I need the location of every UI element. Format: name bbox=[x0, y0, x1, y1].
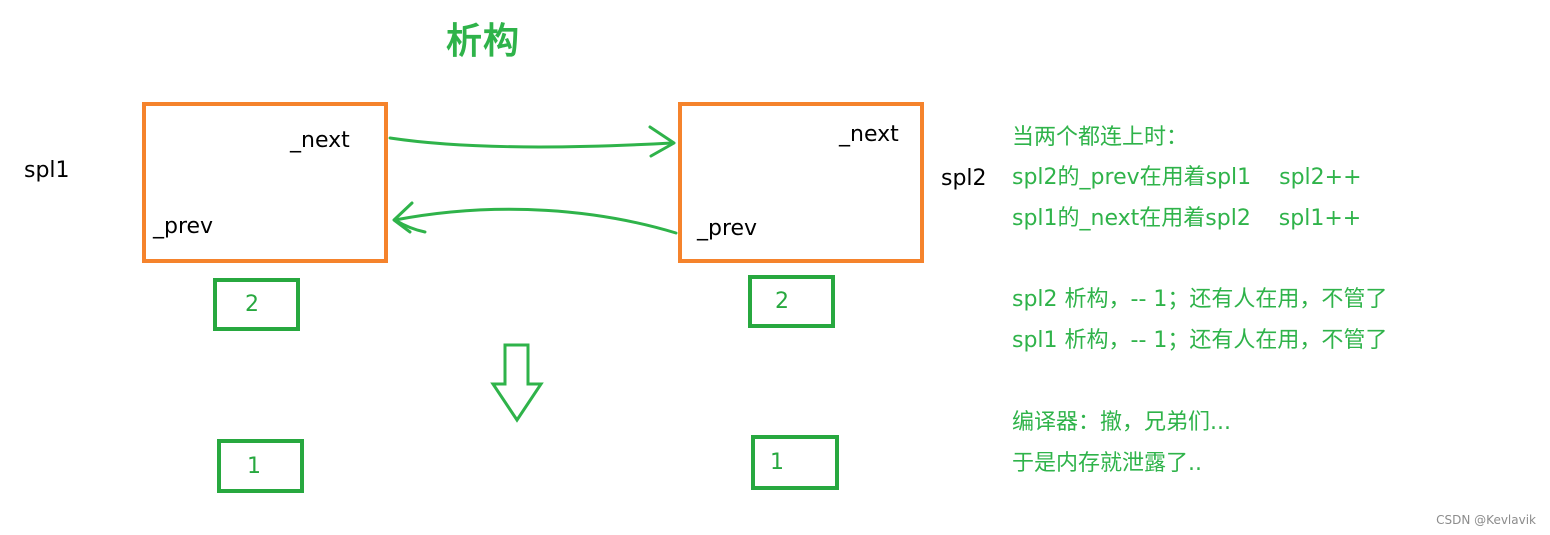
diagram-title: 析构 bbox=[446, 21, 521, 62]
spl1-prev-field: _prev bbox=[153, 214, 214, 239]
next-pointer-arrow bbox=[388, 125, 676, 158]
spl2-node-box: _next _prev bbox=[678, 102, 924, 263]
spl1-next-field: _next bbox=[290, 128, 350, 153]
spl2-refcount-after-value: 1 bbox=[770, 450, 784, 475]
note-line-8: 编译器：撤，兄弟们... bbox=[1012, 410, 1231, 435]
spl1-refcount-after-value: 1 bbox=[247, 453, 261, 479]
spl1-label: spl1 bbox=[24, 158, 70, 183]
note-line-3: spl1的_next在用着spl2 spl1++ bbox=[1012, 206, 1362, 231]
spl2-label: spl2 bbox=[941, 166, 987, 191]
spl1-refcount-before: 2 bbox=[213, 278, 300, 331]
spl2-refcount-before: 2 bbox=[748, 275, 835, 328]
spl2-refcount-after: 1 bbox=[751, 435, 839, 490]
prev-pointer-arrow bbox=[392, 201, 678, 235]
spl2-refcount-before-value: 2 bbox=[775, 289, 789, 314]
note-line-5: spl2 析构，-- 1；还有人在用，不管了 bbox=[1012, 287, 1388, 312]
spl2-next-field: _next bbox=[839, 122, 899, 147]
spl1-refcount-after: 1 bbox=[217, 439, 304, 493]
note-line-6: spl1 析构，-- 1；还有人在用，不管了 bbox=[1012, 328, 1388, 353]
spl2-prev-field: _prev bbox=[697, 216, 758, 241]
down-arrow-icon bbox=[490, 343, 544, 423]
spl1-node-box: _next _prev bbox=[142, 102, 388, 263]
note-line-1: 当两个都连上时： bbox=[1012, 125, 1189, 150]
watermark: CSDN @Kevlavik bbox=[1436, 513, 1536, 527]
spl1-refcount-before-value: 2 bbox=[245, 292, 259, 317]
note-line-9: 于是内存就泄露了.. bbox=[1012, 451, 1202, 476]
note-line-2: spl2的_prev在用着spl1 spl2++ bbox=[1012, 165, 1362, 190]
